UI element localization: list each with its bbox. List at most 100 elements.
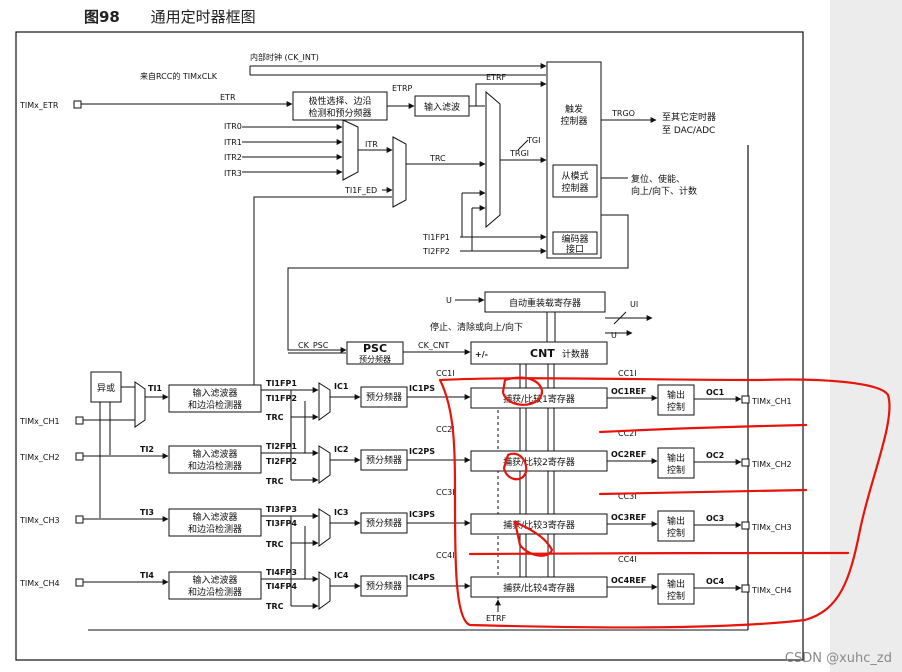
polarity-text-2: 检测和预分频器 bbox=[308, 107, 371, 119]
reset-note-1: 复位、使能、 bbox=[631, 173, 685, 185]
ic1-mux bbox=[318, 382, 331, 421]
polarity-text-1: 极性选择、边沿 bbox=[308, 95, 371, 107]
slave-text-1: 从模式 bbox=[561, 170, 588, 182]
oc4-label: OC4 bbox=[706, 577, 725, 586]
cc2-text: 捕获/比较2寄存器 bbox=[503, 456, 575, 468]
red-annotations bbox=[438, 376, 891, 629]
ch4-filter-text-1: 输入滤波器 bbox=[192, 574, 237, 586]
trigger-text-1: 触发 bbox=[565, 103, 583, 115]
auto-reload-register bbox=[484, 291, 606, 313]
cc2i-label: CC2I bbox=[436, 425, 455, 434]
ch1-pin bbox=[75, 416, 84, 425]
ch4-filter bbox=[168, 571, 262, 600]
ch3-out-text-2: 控制 bbox=[667, 527, 685, 539]
figure-number: 图98 bbox=[84, 8, 120, 26]
trc-mux bbox=[392, 136, 407, 208]
ch1-filter bbox=[168, 384, 262, 413]
xor-text: 异或 bbox=[97, 382, 115, 394]
ch1-prescaler-text: 预分频器 bbox=[366, 391, 402, 403]
ch4-label: TIMx_CH4 bbox=[19, 579, 60, 588]
ch1-out-text-1: 输出 bbox=[667, 389, 685, 401]
ti3fp3-label: TI3FP3 bbox=[266, 505, 297, 514]
etrf-label: ETRF bbox=[486, 73, 507, 82]
annotation-circle-3 bbox=[513, 520, 554, 557]
ti1fp1-top-label: TI1FP1 bbox=[422, 233, 450, 242]
ti1f-ed-label: TI1F_ED bbox=[344, 186, 377, 195]
ch1-out-text-2: 控制 bbox=[667, 401, 685, 413]
ch2-label: TIMx_CH2 bbox=[19, 453, 60, 462]
ch3-trc-label: TRC bbox=[266, 540, 284, 549]
encoder-interface bbox=[552, 231, 598, 255]
itr2-label: ITR2 bbox=[224, 153, 242, 162]
stop-clear-label: 停止、清除或向上/向下 bbox=[430, 321, 523, 333]
ti4fp4-label: TI4FP4 bbox=[266, 582, 297, 591]
ck-cnt-label: CK_CNT bbox=[418, 341, 449, 350]
polarity-block bbox=[292, 91, 388, 121]
ch3-pin bbox=[75, 515, 84, 524]
ch2-filter-text-2: 和边沿检测器 bbox=[188, 460, 242, 472]
reset-note-2: 向上/向下、计数 bbox=[631, 185, 697, 197]
itr1-label: ITR1 bbox=[224, 138, 242, 147]
ic2-mux bbox=[318, 445, 331, 484]
ch3-out-pin bbox=[741, 521, 750, 530]
ck-psc-label: CK_PSC bbox=[298, 341, 329, 350]
ic4-label: IC4 bbox=[334, 571, 349, 580]
trgo-label: TRGO bbox=[611, 109, 635, 118]
diagram-frame bbox=[15, 31, 804, 661]
trc-label: TRC bbox=[429, 154, 446, 163]
u-label-top: U bbox=[446, 296, 452, 305]
to-timer-label: 至其它定时器 bbox=[662, 111, 716, 123]
trigger-controller bbox=[546, 61, 602, 259]
to-dac-label: 至 DAC/ADC bbox=[662, 125, 715, 136]
ch1-mux bbox=[134, 381, 146, 428]
ti1fp1-label: TI1FP1 bbox=[266, 379, 297, 388]
u-label-right: U bbox=[611, 331, 617, 340]
xor-block bbox=[90, 371, 122, 403]
ch3-filter-text-2: 和边沿检测器 bbox=[188, 523, 242, 535]
ic4-mux bbox=[318, 571, 331, 610]
ch2-filter-text-1: 输入滤波器 bbox=[192, 448, 237, 460]
cc1i-right-label: CC1I bbox=[618, 369, 637, 378]
cnt-text: CNT bbox=[530, 347, 555, 360]
ti1fp2-label: TI1FP2 bbox=[266, 394, 297, 403]
ch2-filter bbox=[168, 445, 262, 474]
ti2fp2-top-label: TI2FP2 bbox=[422, 247, 450, 256]
annotation-line-3 bbox=[468, 551, 850, 556]
trgi-mux bbox=[485, 90, 501, 229]
ch1-filter-text-2: 和边沿检测器 bbox=[188, 399, 242, 411]
ch4-out-text-1: 输出 bbox=[667, 578, 685, 590]
trigger-text-2: 控制器 bbox=[560, 115, 587, 127]
cc3i-label: CC3I bbox=[436, 488, 455, 497]
slave-mode-controller bbox=[552, 164, 598, 198]
figure-title: 图98 通用定时器框图 bbox=[84, 6, 256, 27]
ch4-trc-label: TRC bbox=[266, 602, 284, 611]
ch4-pin bbox=[75, 578, 84, 587]
ic2-label: IC2 bbox=[334, 445, 348, 454]
ch3-prescaler-text: 预分频器 bbox=[366, 517, 402, 529]
ti3fp4-label: TI3FP4 bbox=[266, 519, 297, 528]
ti4-label: TI4 bbox=[140, 571, 154, 580]
ch1-out-pin bbox=[741, 395, 750, 404]
oc1-label: OC1 bbox=[706, 388, 725, 397]
rcc-clk-label: 来自RCC的 TIMxCLK bbox=[140, 71, 218, 81]
ch4-out-text-2: 控制 bbox=[667, 590, 685, 602]
psc-text: PSC bbox=[363, 342, 387, 355]
oc1ref-label: OC1REF bbox=[611, 387, 646, 396]
oc4ref-label: OC4REF bbox=[611, 576, 646, 585]
ic1ps-label: IC1PS bbox=[409, 384, 435, 393]
ck-int-label: 内部时钟 (CK_INT) bbox=[250, 52, 319, 62]
cc3-text: 捕获/比较3寄存器 bbox=[503, 519, 575, 531]
ch3-filter bbox=[168, 508, 262, 537]
ic3-mux bbox=[318, 508, 331, 547]
annotation-line-2 bbox=[598, 488, 808, 496]
ch3-filter-text-1: 输入滤波器 bbox=[192, 511, 237, 523]
input-filter-text: 输入滤波 bbox=[424, 101, 460, 113]
ti2-label: TI2 bbox=[140, 445, 154, 454]
annotation-outline bbox=[438, 377, 891, 629]
ti1-label: TI1 bbox=[148, 384, 162, 393]
auto-reload-text: 自动重装载寄存器 bbox=[509, 297, 581, 309]
itr-mux bbox=[342, 119, 359, 181]
ti4fp3-label: TI4FP3 bbox=[266, 568, 297, 577]
timx-etr-pin bbox=[73, 100, 82, 109]
